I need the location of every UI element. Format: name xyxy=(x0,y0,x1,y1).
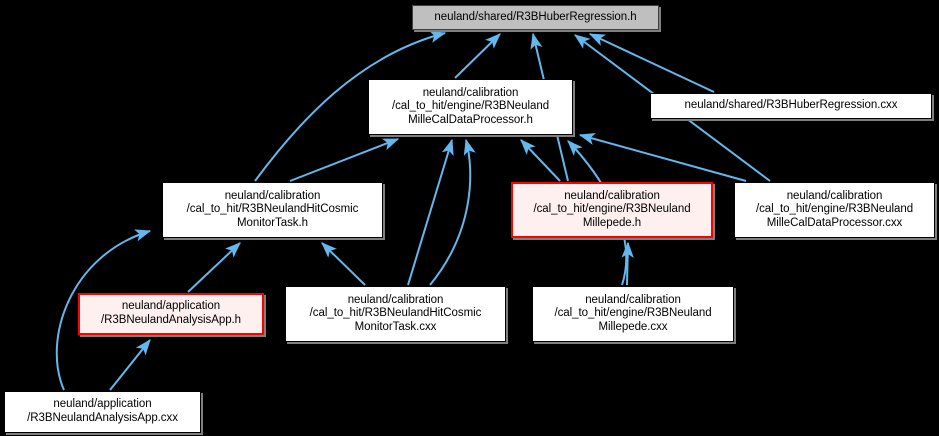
graph-node-huber_h[interactable]: neuland/shared/R3BHuberRegression.h xyxy=(412,5,659,30)
graph-node-analysisapp_cxx[interactable]: neuland/application /R3BNeulandAnalysisA… xyxy=(4,391,201,433)
graph-node-label: neuland/shared/R3BHuberRegression.h xyxy=(434,10,637,23)
graph-node-label: neuland/application /R3BNeulandAnalysisA… xyxy=(27,398,178,424)
graph-node-millepede_cxx[interactable]: neuland/calibration /cal_to_hit/engine/R… xyxy=(532,286,734,342)
graph-node-hitcosmic_cxx[interactable]: neuland/calibration /cal_to_hit/R3BNeula… xyxy=(285,286,506,342)
graph-node-millepede_h[interactable]: neuland/calibration /cal_to_hit/engine/R… xyxy=(511,182,713,238)
graph-node-label: neuland/calibration /cal_to_hit/engine/R… xyxy=(391,86,550,126)
edge-analysisapp_cxx-to-analysisapp_h xyxy=(109,339,151,391)
edge-millecal_cxx-to-millecal_h xyxy=(578,132,747,182)
edge-millepede_cxx-to-millepede_h xyxy=(621,241,634,286)
graph-node-analysisapp_h[interactable]: neuland/application /R3BNeulandAnalysisA… xyxy=(78,293,264,335)
edge-analysisapp_h-to-hitcosmic_h xyxy=(187,242,241,293)
edge-hitcosmic_h-to-millecal_h xyxy=(289,138,400,182)
graph-node-label: neuland/calibration /cal_to_hit/R3BNeula… xyxy=(309,293,482,333)
edge-hitcosmic_cxx-to-millecal_h xyxy=(429,138,476,286)
graph-node-label: neuland/calibration /cal_to_hit/engine/R… xyxy=(554,293,712,333)
edge-huber_cxx-to-huber_h xyxy=(588,33,715,93)
graph-node-label: neuland/calibration /cal_to_hit/engine/R… xyxy=(533,189,691,229)
edge-millecal_h-to-huber_h xyxy=(454,33,501,79)
edge-hitcosmic_cxx-to-hitcosmic_h xyxy=(321,242,366,286)
edge-millepede_h-to-millecal_h xyxy=(520,139,561,182)
graph-node-huber_cxx[interactable]: neuland/shared/R3BHuberRegression.cxx xyxy=(650,93,932,119)
graph-node-label: neuland/calibration /cal_to_hit/R3BNeula… xyxy=(186,189,359,229)
graph-node-hitcosmic_h[interactable]: neuland/calibration /cal_to_hit/R3BNeula… xyxy=(162,182,383,238)
graph-node-label: neuland/calibration /cal_to_hit/engine/R… xyxy=(755,189,914,229)
graph-node-label: neuland/application /R3BNeulandAnalysisA… xyxy=(100,300,242,326)
edge-hitcosmic_cxx-to-millecal_h xyxy=(407,138,454,286)
graph-node-label: neuland/shared/R3BHuberRegression.cxx xyxy=(684,99,898,112)
graph-node-millecal_h[interactable]: neuland/calibration /cal_to_hit/engine/R… xyxy=(368,79,573,135)
graph-node-millecal_cxx[interactable]: neuland/calibration /cal_to_hit/engine/R… xyxy=(734,182,935,238)
